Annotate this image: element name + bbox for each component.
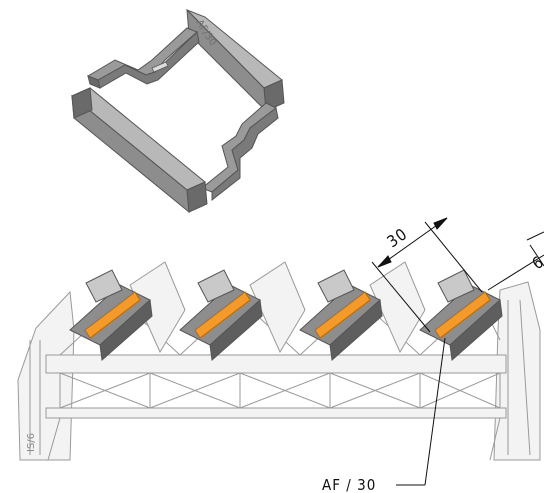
- mounted-bracket-3: [299, 269, 383, 361]
- side-engraving: IS/6: [26, 433, 37, 452]
- dimension-6-label: 6: [528, 252, 544, 273]
- callout-label: AF / 30: [322, 476, 376, 493]
- mounted-bracket-1: [69, 269, 153, 361]
- dimension-30: [371, 217, 483, 333]
- mounted-bracket-4: [419, 269, 503, 361]
- dimension-30-label: 30: [383, 224, 411, 251]
- callout-leader: [396, 337, 446, 486]
- rack-holder: [17, 261, 541, 461]
- bracket-part: AF/30: [71, 8, 285, 214]
- dimension-6: [487, 231, 544, 291]
- mounted-bracket-2: [179, 269, 263, 361]
